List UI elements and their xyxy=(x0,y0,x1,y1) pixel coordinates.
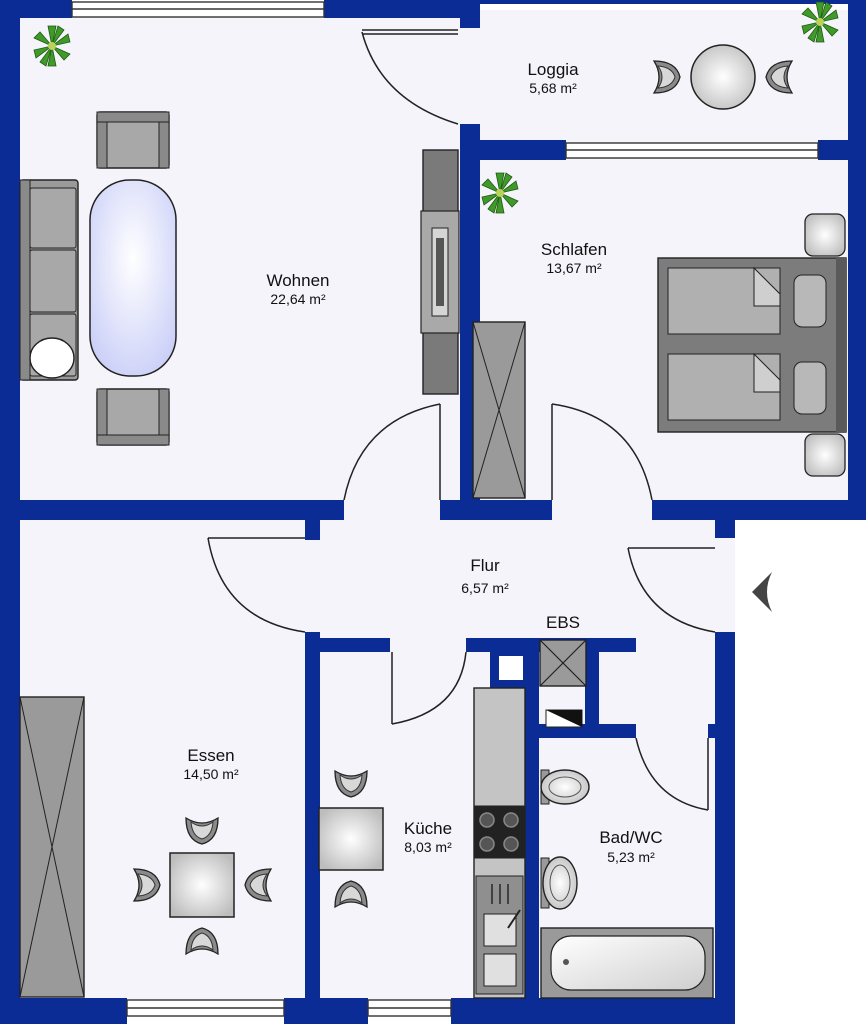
kitchen-table xyxy=(318,807,384,871)
coffee-table xyxy=(89,179,177,377)
room-area-bad: 5,23 m² xyxy=(607,849,655,865)
wardrobe-schlafen xyxy=(472,321,526,499)
room-area-wohnen: 22,64 m² xyxy=(270,291,326,307)
room-area-flur: 6,57 m² xyxy=(461,580,509,596)
room-area-schlafen: 13,67 m² xyxy=(546,260,602,276)
sofa xyxy=(19,179,79,381)
double-bed xyxy=(657,213,847,477)
dining-table xyxy=(169,852,235,918)
room-area-essen: 14,50 m² xyxy=(183,766,239,782)
heater xyxy=(545,709,583,728)
room-name-wohnen: Wohnen xyxy=(266,271,329,290)
room-name-flur: Flur xyxy=(470,556,500,575)
entrance-arrow-icon xyxy=(752,572,772,612)
kitchen-counter xyxy=(473,687,526,999)
wardrobe-essen xyxy=(19,696,85,998)
wall-unit xyxy=(420,149,460,395)
windows xyxy=(71,1,819,1017)
armchair-top xyxy=(96,111,170,169)
round-table xyxy=(690,44,756,110)
bathtub xyxy=(540,927,714,999)
room-area-kueche: 8,03 m² xyxy=(404,839,452,855)
washbasin xyxy=(540,856,578,910)
room-name-essen: Essen xyxy=(187,746,234,765)
room-name-loggia: Loggia xyxy=(527,60,579,79)
room-name-schlafen: Schlafen xyxy=(541,240,607,259)
room-name-kueche: Küche xyxy=(404,819,452,838)
ebs-box xyxy=(539,639,587,687)
doors xyxy=(207,29,716,811)
ebs-label: EBS xyxy=(546,613,580,632)
toilet xyxy=(540,769,590,805)
room-name-bad: Bad/WC xyxy=(599,828,662,847)
armchair-bottom xyxy=(96,388,170,446)
room-area-loggia: 5,68 m² xyxy=(529,80,577,96)
